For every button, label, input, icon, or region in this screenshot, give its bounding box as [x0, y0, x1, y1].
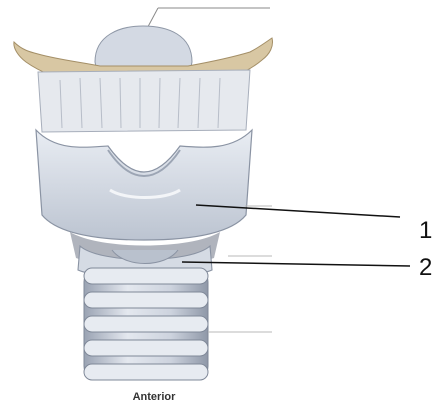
label-1: 1: [419, 219, 432, 243]
view-caption: Anterior: [104, 391, 204, 403]
thyroid-cartilage: [36, 130, 252, 240]
leader-line-2: [182, 262, 410, 266]
epiglottis: [95, 26, 192, 72]
label-2: 2: [419, 256, 432, 280]
